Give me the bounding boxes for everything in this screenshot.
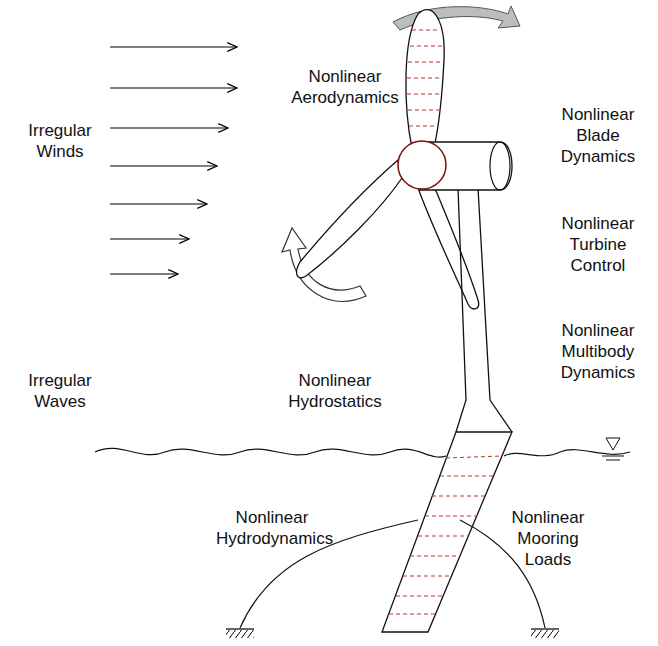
hub [398, 141, 446, 189]
spar-buoy [382, 432, 512, 632]
anchor-symbol [226, 629, 559, 638]
part-label: Nonlinear Turbine Control [542, 213, 654, 276]
part-label: Nonlinear Hydrostatics [279, 370, 391, 412]
part-label: Nonlinear Blade Dynamics [542, 104, 654, 167]
part-label: Nonlinear Hydrodynamics [216, 507, 328, 549]
wind-arrows [110, 47, 237, 274]
wave-line [95, 448, 630, 457]
waterline-symbol [602, 438, 624, 460]
part-label: Irregular Waves [4, 370, 116, 412]
tower [456, 188, 512, 432]
part-label: Irregular Winds [4, 120, 116, 162]
part-label: Nonlinear Multibody Dynamics [542, 320, 654, 383]
part-label: Nonlinear Aerodynamics [289, 66, 401, 108]
part-label: Nonlinear Mooring Loads [492, 507, 604, 570]
blade-sections [407, 30, 443, 126]
